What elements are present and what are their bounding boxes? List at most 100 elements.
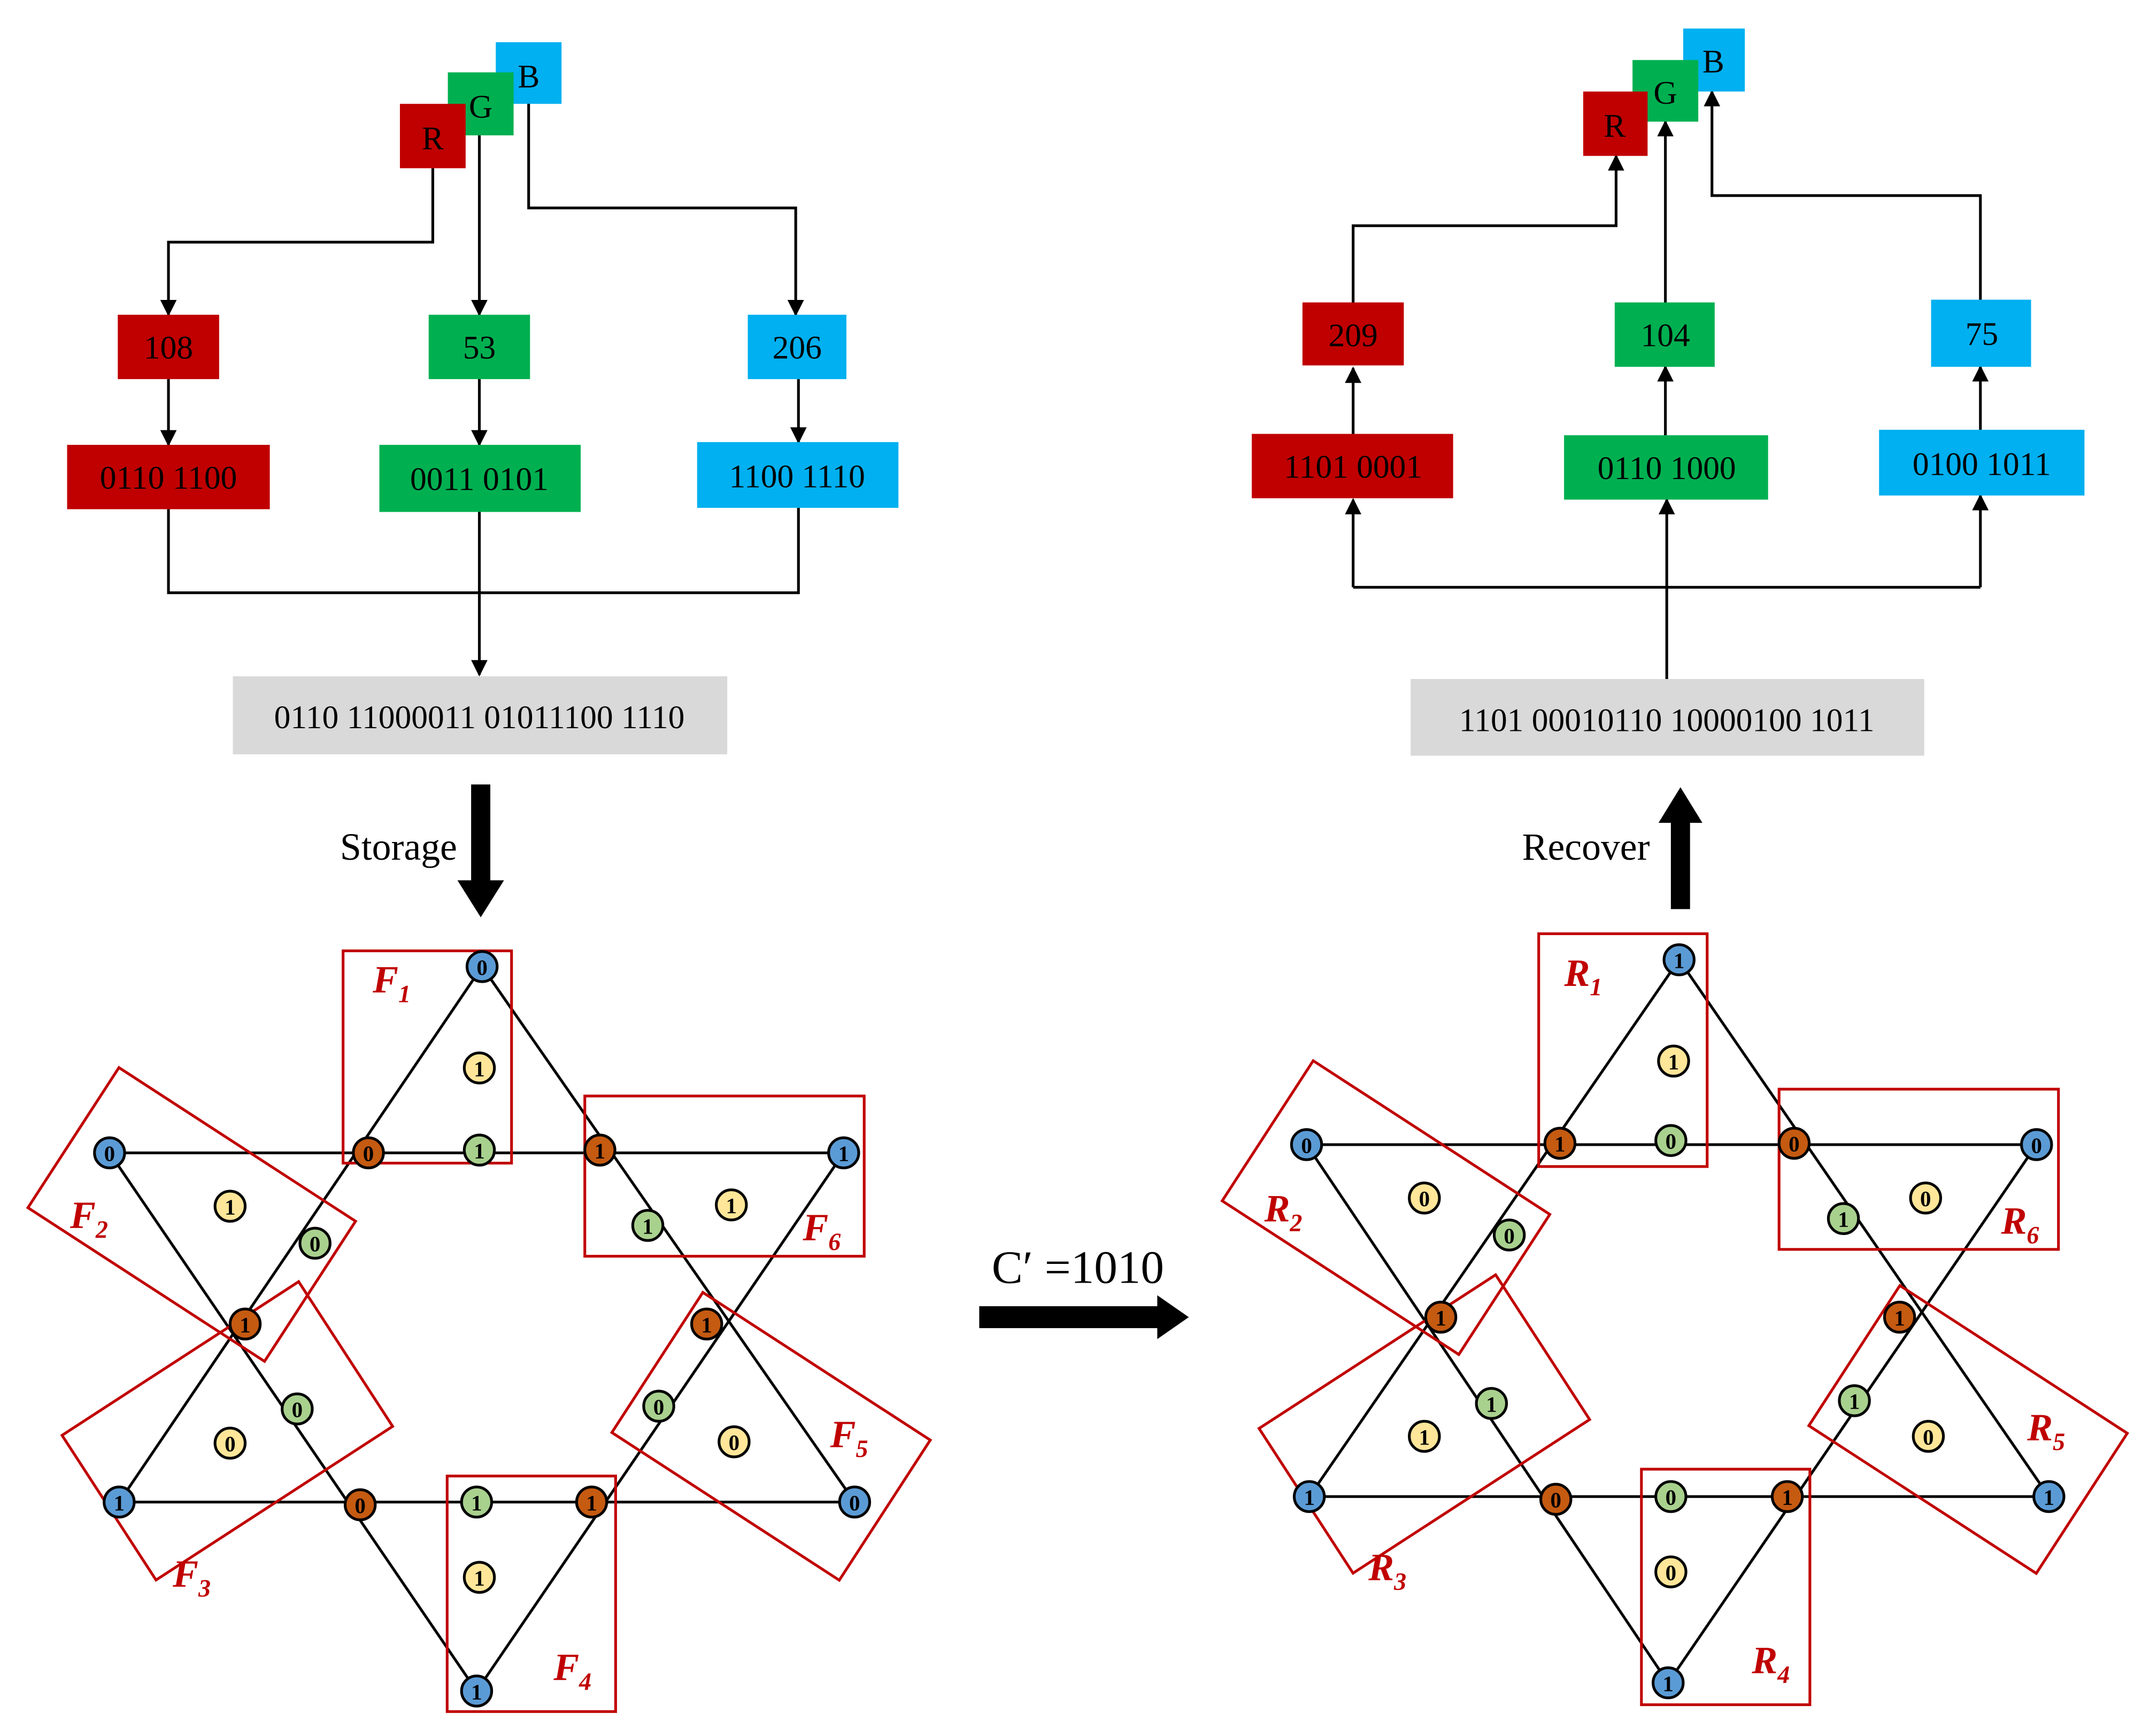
bit-node: 1: [715, 1188, 748, 1222]
g-binary-out: 0110 1000: [1598, 450, 1736, 487]
svg-text:0: 0: [2031, 1133, 2042, 1158]
channel-b-label: B: [518, 59, 540, 95]
partition-frame-1: R1: [1537, 932, 1709, 1168]
g-binary-box-out: [1564, 435, 1768, 500]
g-value-box: [428, 314, 530, 380]
bit-node: 0: [1777, 1127, 1811, 1160]
bit-node: 1: [463, 1561, 496, 1594]
right-pipeline: B G R 209 104 75 1101 0001 0110 1000 010…: [1252, 28, 2085, 909]
recover-arrow: [1658, 787, 1702, 909]
bit-node: 0: [465, 950, 499, 983]
svg-text:1: 1: [701, 1313, 712, 1337]
bit-node: 0: [718, 1425, 751, 1459]
r-binary-box-out: [1252, 434, 1453, 498]
star-triangle-2: [107, 1151, 846, 1694]
frame-label-4: R4: [1751, 1639, 1790, 1688]
g-value: 53: [463, 330, 496, 366]
bit-node: 0: [1290, 1128, 1323, 1161]
bit-node: 0: [2020, 1128, 2053, 1161]
channel-b-label-out: B: [1702, 43, 1724, 80]
svg-text:0: 0: [849, 1491, 860, 1515]
svg-text:0: 0: [1789, 1132, 1799, 1156]
r-value: 108: [144, 330, 193, 366]
svg-text:0: 0: [1550, 1488, 1561, 1513]
bit-node: 0: [838, 1485, 872, 1519]
svg-text:1: 1: [1435, 1306, 1446, 1330]
svg-text:0: 0: [104, 1141, 115, 1166]
frame-label-2: R2: [1264, 1187, 1303, 1236]
svg-text:1: 1: [1419, 1425, 1430, 1449]
svg-text:1: 1: [225, 1195, 235, 1220]
r-binary-box: [67, 445, 270, 510]
svg-text:1: 1: [474, 1139, 484, 1163]
channel-r-label-out: R: [1604, 108, 1625, 144]
bit-node: 1: [1883, 1300, 1916, 1334]
svg-text:0: 0: [1666, 1560, 1676, 1585]
channel-g-label: G: [469, 89, 492, 125]
r-binary-out: 1101 0001: [1284, 449, 1422, 485]
r-value-box: [118, 314, 219, 380]
bit-node: 1: [827, 1136, 860, 1170]
g-binary: 0011 0101: [410, 461, 549, 498]
svg-text:1: 1: [474, 1056, 484, 1081]
star-triangle-1: [117, 964, 858, 1503]
bit-node: 0: [213, 1426, 247, 1460]
bit-node: 1: [1662, 943, 1696, 976]
svg-text:1: 1: [642, 1214, 653, 1238]
svg-text:0: 0: [310, 1232, 320, 1256]
svg-text:1: 1: [1304, 1485, 1314, 1510]
bit-node: 0: [1912, 1419, 1945, 1453]
svg-text:1: 1: [114, 1491, 125, 1515]
channel-r-label: R: [422, 120, 444, 157]
bit-node: 1: [463, 1051, 496, 1085]
svg-text:1: 1: [586, 1491, 597, 1515]
bit-node: 0: [1539, 1483, 1573, 1516]
partition-frame-2: R2: [1220, 1059, 1552, 1356]
bit-node: 0: [1909, 1182, 1943, 1215]
bit-stream-box-out: [1411, 679, 1924, 756]
transform-arrow: [979, 1295, 1189, 1339]
svg-text:1: 1: [474, 1566, 484, 1591]
svg-text:1: 1: [1663, 1671, 1674, 1696]
bit-node: 1: [1424, 1300, 1458, 1334]
bit-node: 1: [1543, 1127, 1577, 1160]
svg-text:0: 0: [1666, 1485, 1676, 1510]
r-binary: 0110 1100: [100, 460, 237, 496]
bit-node: 1: [631, 1209, 665, 1242]
transform: C′ =1010: [979, 1241, 1189, 1339]
bit-node: 0: [343, 1488, 377, 1522]
channel-g-label-out: G: [1653, 75, 1677, 111]
svg-text:0: 0: [1920, 1186, 1931, 1211]
bit-node: 1: [460, 1485, 494, 1519]
svg-text:1: 1: [471, 1491, 482, 1515]
partition-frame-1: F1: [342, 949, 513, 1165]
bit-node: 1: [1652, 1666, 1685, 1700]
bit-node: 1: [463, 1133, 496, 1167]
frame-label-3: F3: [172, 1553, 211, 1602]
bit-node: 1: [583, 1133, 617, 1167]
svg-text:1: 1: [1894, 1306, 1905, 1330]
svg-text:1: 1: [726, 1193, 737, 1218]
bit-node: 1: [575, 1485, 608, 1519]
frame-label-6: F6: [802, 1206, 841, 1255]
b-value-out: 75: [1966, 316, 1998, 352]
bit-stream-out: 1101 00010110 10000100 1011: [1459, 702, 1875, 738]
partition-frame-2: F2: [26, 1066, 358, 1363]
svg-text:0: 0: [355, 1493, 365, 1518]
frame-label-1: R1: [1564, 952, 1602, 1001]
partition-frame-5: F5: [610, 1290, 933, 1583]
bit-node: 1: [2032, 1480, 2066, 1513]
frame-label-5: R5: [2027, 1406, 2065, 1455]
frame-label-3: R3: [1368, 1546, 1406, 1595]
recover-label: Recover: [1522, 825, 1650, 868]
svg-text:1: 1: [1486, 1392, 1497, 1416]
bit-node: 0: [352, 1136, 385, 1170]
channel-r-box-out: [1583, 91, 1648, 156]
svg-text:0: 0: [1666, 1129, 1676, 1154]
svg-text:0: 0: [1419, 1186, 1430, 1211]
transform-label: C′ =1010: [992, 1241, 1164, 1293]
partition-frame-5: R5: [1807, 1283, 2130, 1576]
svg-text:0: 0: [363, 1141, 374, 1166]
